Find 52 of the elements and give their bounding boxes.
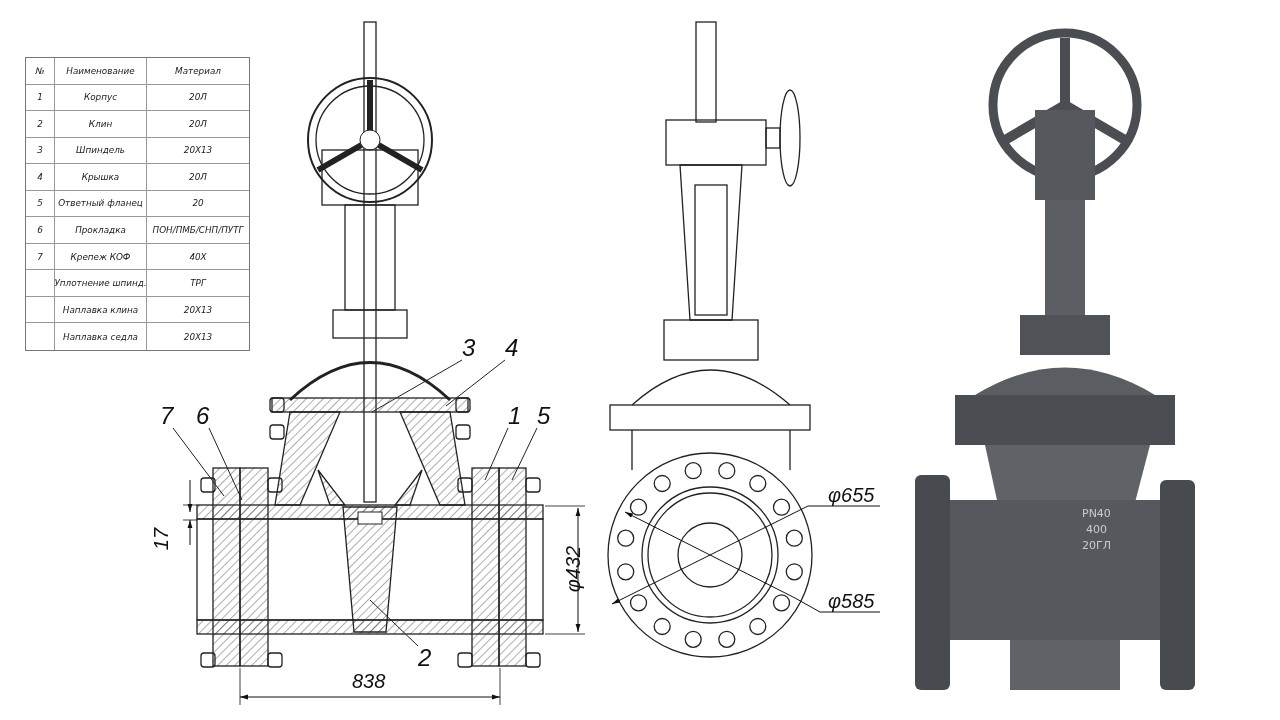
leader-line xyxy=(371,359,463,413)
material: 40Х xyxy=(189,251,207,262)
part-name: Шпиндель xyxy=(76,145,125,156)
dimension-value: 838 xyxy=(352,670,386,692)
cast-marking: 20ГЛ xyxy=(1082,540,1111,552)
part-number: 6 xyxy=(37,225,43,236)
part-name: Крышка xyxy=(81,171,120,182)
dimension-value: φ585 xyxy=(828,590,875,612)
callout-number: 2 xyxy=(418,646,432,670)
material: 20Л xyxy=(189,171,207,182)
material: 20Х13 xyxy=(183,331,213,342)
callout-number: 5 xyxy=(537,404,551,428)
part-number: 2 xyxy=(37,118,43,129)
part-number: 5 xyxy=(37,198,43,209)
part-number: 4 xyxy=(37,171,43,182)
part-name: Ответный фланец xyxy=(58,198,143,209)
part-name: Уплотнение шпинд. xyxy=(54,278,147,289)
callout-number: 7 xyxy=(160,404,174,428)
part-name: Наплавка седла xyxy=(63,331,138,342)
leader-line xyxy=(511,427,538,481)
callout-number: 3 xyxy=(462,336,476,360)
dimension-value: 17 xyxy=(150,527,173,551)
dimension-value: φ655 xyxy=(828,484,875,506)
material: ПОН/ПМБ/СНП/ПУТГ xyxy=(152,225,244,236)
part-name: Корпус xyxy=(84,92,117,103)
part-name: Клин xyxy=(88,118,113,129)
material: 20 xyxy=(192,198,204,209)
leader-line xyxy=(484,427,509,481)
part-name: Крепеж КОФ xyxy=(70,251,131,262)
leader-line xyxy=(445,359,506,407)
leader-line xyxy=(208,427,243,501)
callout-number: 6 xyxy=(196,404,210,428)
material: 20Л xyxy=(189,118,207,129)
leader-line xyxy=(172,427,225,497)
part-number: 7 xyxy=(37,251,43,262)
material: 20Л xyxy=(189,92,207,103)
part-name: Наплавка клина xyxy=(62,304,139,315)
dimension-value: φ432 xyxy=(562,545,585,593)
material: 20Х13 xyxy=(183,145,213,156)
leader-line xyxy=(369,599,419,647)
part-name: Прокладка xyxy=(75,225,126,236)
material: 20Х13 xyxy=(183,304,213,315)
part-number: 3 xyxy=(37,145,43,156)
cast-marking: PN40 xyxy=(1082,508,1111,520)
cast-marking: 400 xyxy=(1086,524,1107,536)
number-header: № xyxy=(35,65,45,76)
material-header: Материал xyxy=(175,65,221,76)
name-header: Наименование xyxy=(66,65,135,76)
part-number: 1 xyxy=(37,92,43,103)
material: ТРГ xyxy=(190,278,206,289)
callout-number: 4 xyxy=(505,336,519,360)
callout-number: 1 xyxy=(508,404,522,428)
